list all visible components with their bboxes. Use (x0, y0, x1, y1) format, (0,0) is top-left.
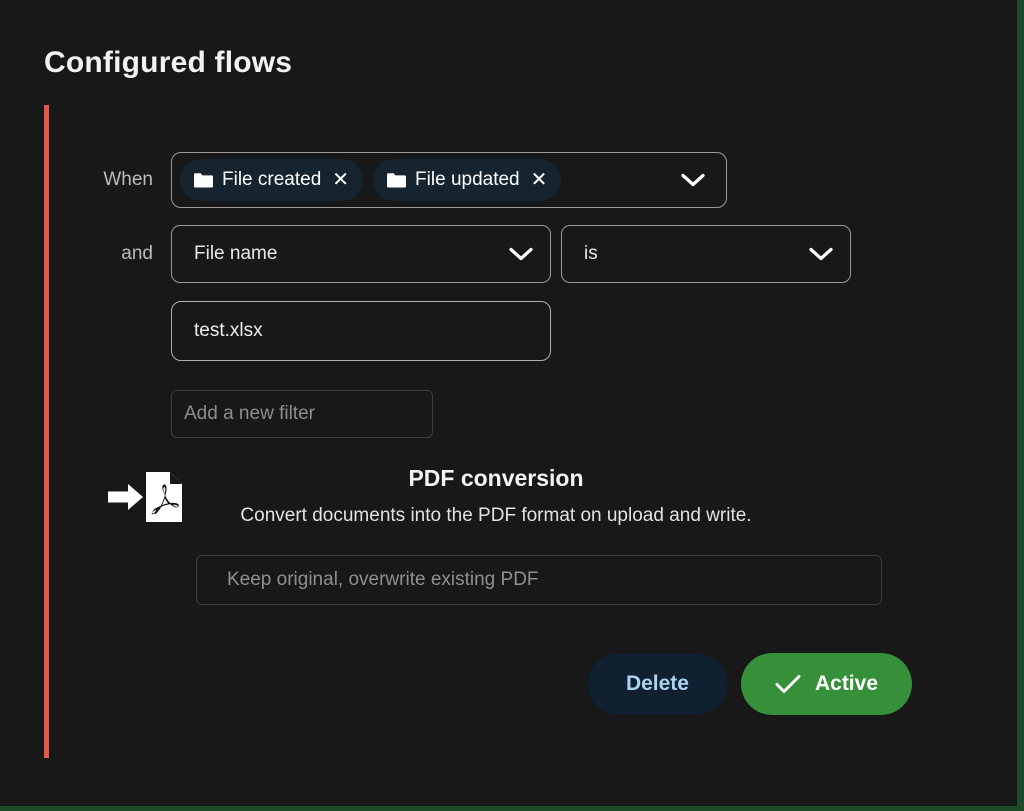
chevron-down-icon[interactable] (680, 172, 706, 188)
flow-card: When File created ✕ File updated ✕ (44, 105, 974, 758)
page-title-text: Configured flows (44, 46, 293, 79)
chip-label: File created (222, 169, 322, 190)
check-icon (775, 675, 801, 693)
chevron-down-icon[interactable] (808, 246, 834, 262)
action-option-select[interactable]: Keep original, overwrite existing PDF (196, 555, 882, 605)
add-new-filter-placeholder: Add a new filter (184, 403, 315, 424)
condition-operator-select[interactable]: is (561, 225, 851, 283)
chip-label: File updated (415, 169, 520, 190)
condition-operator-value: is (584, 243, 598, 264)
close-icon[interactable]: ✕ (530, 169, 548, 191)
condition-field-select[interactable]: File name (171, 225, 551, 283)
when-label: When (103, 169, 153, 190)
action-description: Convert documents into the PDF format on… (240, 505, 752, 526)
add-new-filter-select[interactable]: Add a new filter (171, 390, 433, 438)
folder-icon (387, 172, 407, 187)
flow-actions: Delete Active (44, 653, 912, 715)
action-title: PDF conversion (408, 465, 584, 491)
chevron-down-icon[interactable] (508, 246, 534, 262)
and-row: and (44, 225, 171, 283)
action-option-placeholder: Keep original, overwrite existing PDF (227, 569, 539, 590)
trigger-chip-file-created[interactable]: File created ✕ (180, 159, 364, 201)
condition-field-value: File name (194, 243, 278, 264)
active-button-label: Active (814, 672, 878, 695)
action-header: PDF conversion Convert documents into th… (44, 465, 974, 535)
when-row: When (44, 152, 171, 208)
folder-icon (194, 172, 213, 187)
close-icon[interactable]: ✕ (332, 169, 350, 191)
trigger-multiselect[interactable]: File created ✕ File updated ✕ (171, 152, 727, 208)
flow-accent-bar (44, 105, 49, 758)
pdf-conversion-icon (108, 472, 182, 522)
delete-button[interactable]: Delete (587, 653, 727, 715)
page-title: Configured flows (44, 46, 292, 80)
condition-value-input[interactable]: test.xlsx (171, 301, 551, 361)
condition-value-text: test.xlsx (194, 320, 263, 341)
and-label: and (121, 243, 153, 264)
active-toggle-button[interactable]: Active (740, 653, 912, 715)
trigger-chip-file-updated[interactable]: File updated ✕ (373, 159, 562, 201)
